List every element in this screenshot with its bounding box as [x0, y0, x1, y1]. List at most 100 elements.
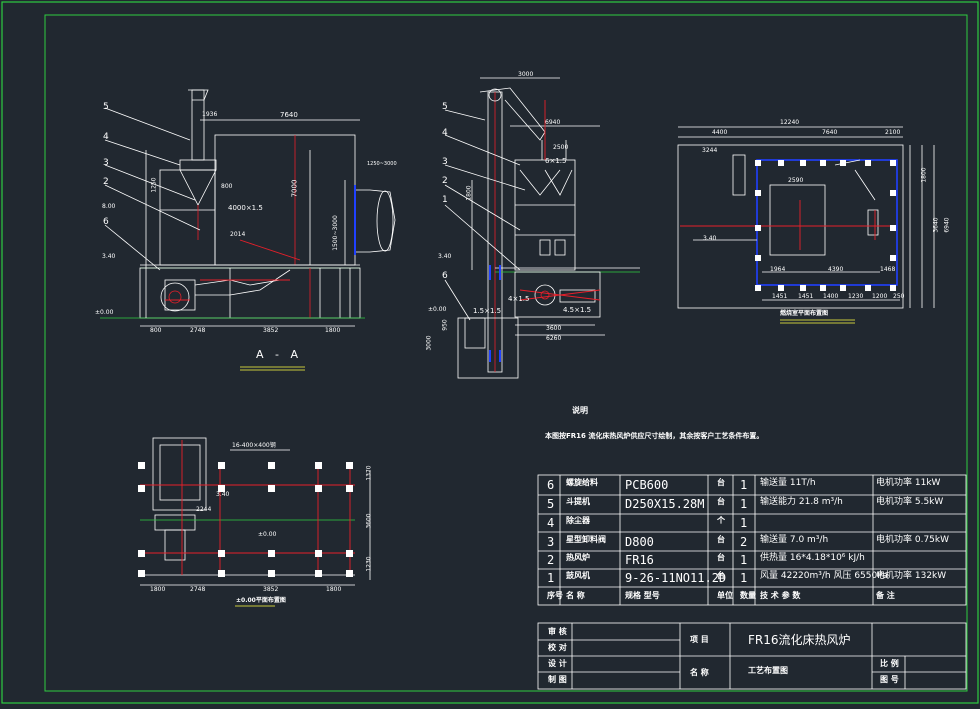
table-cell-param: 输送量 7.0 m³/h — [760, 535, 829, 545]
tb-name-label: 名 称 — [690, 668, 709, 677]
tb-draw: 制 图 — [548, 675, 567, 684]
tb-project-value: FR16流化床热风炉 — [748, 633, 851, 647]
tb-scale: 比 例 — [880, 659, 899, 668]
table-cell-name: 螺旋给料 — [566, 478, 598, 487]
dim-3640: 3640 — [932, 217, 940, 233]
tb-name-value: 工艺布置图 — [748, 666, 788, 675]
dim-4400: 4400 — [712, 129, 728, 136]
dim-footing: 16-400×400钢 — [232, 442, 276, 449]
table-cell-qty: 1 — [740, 497, 748, 511]
balloon-6-left: 6 — [103, 217, 109, 227]
table-cell-qty: 1 — [740, 516, 748, 530]
dim-7000: 7000 — [290, 179, 299, 198]
elev-3.4-plan: 3.40 — [216, 491, 230, 498]
dim-6940-mid: 6940 — [545, 119, 561, 126]
dim-1370: 1370 — [365, 465, 373, 481]
dim-1800-right: 1800 — [920, 167, 928, 183]
dim-250: 250 — [893, 293, 905, 300]
dim-1800-left: 1800 — [325, 327, 341, 334]
dim-1468: 1468 — [880, 266, 896, 273]
balloon-5-left: 5 — [103, 102, 109, 112]
balloon-2-mid: 2 — [442, 176, 448, 186]
table-cell-no: 1 — [547, 571, 555, 585]
note-title: 说明 — [572, 406, 588, 415]
note-duct: 1250~3000 — [367, 161, 397, 167]
balloon-4-mid: 4 — [442, 128, 448, 138]
balloon-5-mid: 5 — [442, 102, 448, 112]
left-elevation — [100, 89, 396, 371]
table-cell-name: 除尘器 — [566, 516, 590, 525]
balloon-6-mid: 6 — [442, 271, 448, 281]
inner-frame — [44, 14, 968, 692]
table-cell-qty: 2 — [740, 535, 748, 549]
table-cell-unit: 台 — [717, 497, 725, 506]
dim-1451-b: 1451 — [798, 293, 814, 300]
elev-3.4-right: 3.40 — [703, 235, 717, 242]
balloon-4-left: 4 — [103, 132, 109, 142]
table-header-model: 规格 型号 — [625, 591, 660, 600]
elev-0-left: ±0.00 — [95, 309, 114, 316]
table-header-power: 备 注 — [876, 591, 895, 600]
dim-2748-plan: 2748 — [190, 586, 206, 593]
dim-800-base: 800 — [150, 327, 162, 334]
table-cell-name: 鼓风机 — [566, 571, 590, 580]
balloon-1-mid: 1 — [442, 195, 448, 205]
table-cell-unit: 台 — [717, 478, 725, 487]
dim-1230-plan: 1230 — [365, 556, 373, 572]
table-cell-param: 输送量 11T/h — [760, 478, 816, 488]
tb-review: 审 核 — [548, 627, 567, 636]
table-cell-param: 风量 42220m³/h 风压 6550Pa — [760, 571, 888, 581]
dim-3600-plan: 3600 — [365, 513, 373, 529]
table-cell-name: 星型卸料阀 — [566, 535, 606, 544]
table-cell-model: D800 — [625, 535, 654, 549]
dim-2590: 2590 — [788, 177, 804, 184]
dim-3852-left: 3852 — [263, 327, 279, 334]
dim-4.5x1.5: 4.5×1.5 — [563, 306, 592, 314]
table-cell-model: PCB600 — [625, 478, 669, 492]
right-plan — [677, 126, 935, 324]
table-cell-no: 6 — [547, 478, 555, 492]
table-cell-unit: 台 — [717, 571, 725, 580]
dim-950: 950 — [441, 319, 449, 331]
table-cell-name: 热风炉 — [566, 553, 590, 562]
balloon-3-left: 3 — [103, 158, 109, 168]
tb-check: 校 对 — [548, 643, 567, 652]
table-cell-no: 5 — [547, 497, 555, 511]
right-plan-caption: 燃烧室平面布置图 — [780, 310, 829, 317]
note-body: 本图按FR16 流化床热风炉供应尺寸绘制，其余按客户工艺条件布置。 — [545, 432, 764, 440]
balloon-3-mid: 3 — [442, 157, 448, 167]
dim-2014: 2014 — [230, 231, 246, 238]
dim-2100: 2100 — [885, 129, 901, 136]
table-header-unit: 单位 — [717, 591, 733, 600]
dim-3000-pit: 3000 — [425, 335, 433, 351]
table-cell-name: 斗提机 — [566, 497, 590, 506]
balloon-2-left: 2 — [103, 177, 109, 187]
table-cell-power: 电机功率 5.5kW — [876, 497, 944, 507]
table-cell-model: FR16 — [625, 553, 654, 567]
table-cell-power: 电机功率 0.75kW — [876, 535, 950, 545]
section-label: A - A — [256, 348, 303, 361]
table-cell-qty: 1 — [740, 478, 748, 492]
dim-7640-left: 7640 — [280, 111, 298, 119]
dim-1451-a: 1451 — [772, 293, 788, 300]
middle-elevation — [444, 77, 640, 379]
table-cell-power: 电机功率 132kW — [876, 571, 947, 581]
dim-plate-left: 4000×1.5 — [228, 204, 263, 212]
table-header-qty: 数量 — [740, 591, 756, 600]
tb-sheet: 图 号 — [880, 675, 899, 684]
equipment-table — [537, 474, 967, 690]
plan-footings — [138, 462, 353, 577]
elev-3.4-mid: 3.40 — [438, 253, 452, 260]
bottom-plan — [140, 437, 371, 607]
dim-2748-left: 2748 — [190, 327, 206, 334]
table-cell-no: 3 — [547, 535, 555, 549]
table-cell-no: 2 — [547, 553, 555, 567]
dim-2500: 2500 — [553, 144, 569, 151]
plan-columns — [755, 160, 896, 291]
dim-3600: 3600 — [546, 325, 562, 332]
dim-4390: 4390 — [828, 266, 844, 273]
table-header-param: 技 术 参 数 — [760, 591, 801, 600]
